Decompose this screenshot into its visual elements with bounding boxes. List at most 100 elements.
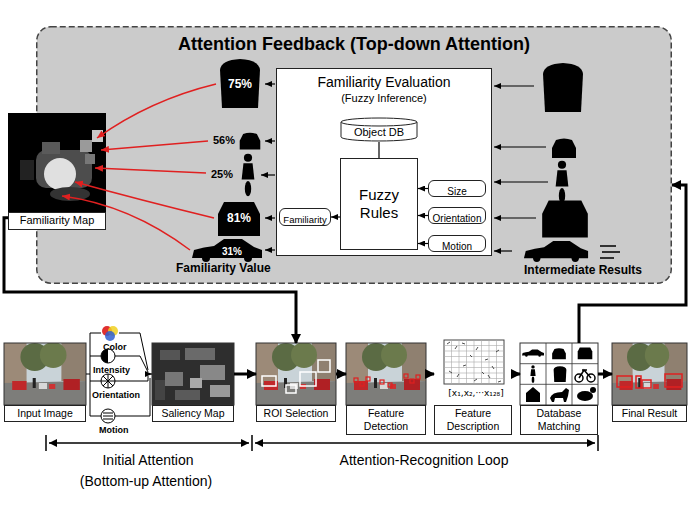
input-photo [4,342,86,405]
feature-icons [101,374,115,388]
figure-label: Intensity [93,365,130,375]
node-label: Object DB [340,126,418,139]
region-fill [37,27,672,284]
final-photo [612,342,687,405]
saliency-image [185,348,215,360]
database-grid [550,388,569,402]
node-label: Orientation [433,211,482,226]
descriptor-grid [444,340,504,384]
value-arrows [265,140,275,141]
familiarity-map-image [20,160,34,180]
object-silhouettes [192,59,620,262]
region-fill [37,27,672,284]
connector [378,142,379,158]
attribute-pill: Motion [428,235,486,252]
figure-label: [x₁,x₂,···x₁₂₈] [448,388,503,398]
database-grid [554,366,567,382]
database-grid [575,370,595,382]
saliency-image [160,350,180,360]
object-silhouettes [543,63,583,112]
database-grid [552,348,566,359]
database-grid [578,347,593,359]
attribute-pill: Size [428,180,486,197]
phase-brackets [255,442,595,444]
feature-icons [101,374,115,388]
familiarity-map-image [42,142,60,154]
input-photo [4,343,86,405]
node-label: Familiarity Map [8,212,106,230]
figure-label: 56% [213,134,235,147]
descriptor-grid [447,342,501,382]
input-photo [4,342,86,405]
object-silhouettes [218,202,260,236]
red-map-arrows [95,168,206,173]
detection-photo [360,382,364,386]
attribute-pill: Orientation [428,207,486,224]
figure-label: 31% [222,246,242,258]
detection-photo [346,343,426,405]
roi-photo [262,376,276,386]
connector [86,333,152,416]
stage-box: Input Image [4,343,86,422]
roi-photo [318,360,330,372]
saliency-image [210,385,230,397]
node-label: Fuzzy Rules [345,186,413,222]
detection-photo [354,378,358,382]
value-arrows [494,146,546,147]
familiarity-map-image [92,130,103,142]
value-arrows [494,217,536,218]
node-label: Attention Feedback (Top-down Attention) [36,34,672,55]
connector [234,373,256,376]
node-label: Feature Description [434,405,512,435]
database-grid [590,387,596,393]
evaluation-box: Familiarity Evaluation(Fuzzy Inference)O… [276,68,492,256]
figure-label: Orientation [92,390,140,400]
node-label: Database Matching [520,405,598,435]
database-grid [526,387,540,402]
saliency-image [165,372,183,386]
connector [598,373,612,376]
database-cylinder: Object DB [340,117,418,142]
roi-photo [300,372,316,386]
object-silhouettes [524,241,588,262]
saliency-image [190,378,202,388]
database-grid [579,370,591,378]
rule-box: Fuzzy Rules [340,158,418,250]
object-silhouettes [192,239,262,262]
final-photo [617,374,682,388]
detection-photo [410,379,414,383]
red-map-arrows [97,84,216,138]
stage-box: Saliency Map [152,343,234,422]
familiarity-map-image [80,140,92,152]
object-silhouettes [600,246,620,258]
node-label: ROI Selection [256,405,336,422]
final-photo [642,380,651,388]
final-photo [612,342,687,405]
roi-photo [256,342,336,405]
value-arrows [261,84,548,251]
detection-photo [380,380,384,384]
familiarity-map-image [85,154,95,164]
connector [418,188,428,189]
saliency-image [200,365,225,380]
connector [426,373,434,376]
value-arrows [494,85,534,86]
detection-photo [346,342,426,405]
connector [331,216,340,217]
connector [418,215,428,216]
final-photo [617,376,632,387]
attribute-pill: Familiarity [279,208,331,226]
final-photo [612,343,687,405]
red-map-arrows [101,141,208,150]
familiarity-map-image [8,113,106,212]
value-arrows [494,181,548,182]
familiarity-map-image [8,113,106,212]
node-label: Size [447,184,466,199]
feature-icons [105,331,115,341]
database-grid [520,343,598,405]
detection-photo [354,374,420,387]
final-photo [665,374,682,387]
phase-brackets [49,442,249,444]
familiarity-map-image [50,187,90,201]
